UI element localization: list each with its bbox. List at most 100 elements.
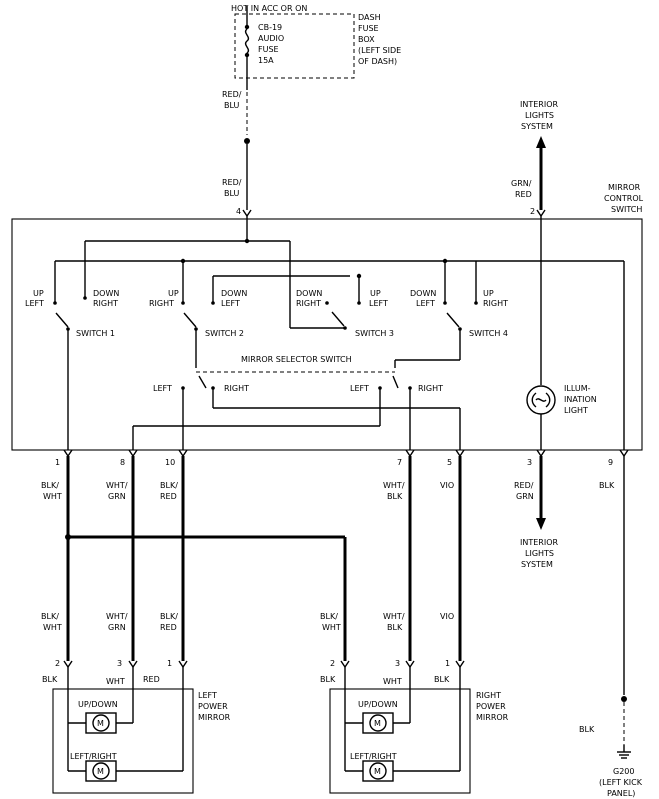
s4-right: RIGHT — [483, 299, 508, 308]
pin-4-label: 4 — [236, 207, 241, 216]
s3-right: RIGHT — [296, 299, 321, 308]
wire-red-blu-a-1: RED/ — [222, 90, 242, 99]
wire-grn-red-2: RED — [515, 190, 532, 199]
lw-lb-1: WHT/ — [106, 612, 128, 621]
interior-top-label-2: LIGHTS — [525, 111, 554, 120]
switch-box-outline — [11, 218, 643, 451]
lm-wire-c: RED — [143, 675, 160, 684]
bottom-connector: 1 8 10 7 5 3 9 — [55, 449, 629, 467]
w10-b: RED — [160, 492, 177, 501]
fusebox-label-1: DASH — [358, 13, 381, 22]
left-mirror-outline — [52, 688, 194, 794]
lm-leftright: LEFT/RIGHT — [70, 752, 117, 761]
fuse-box-outline — [234, 13, 355, 79]
lm-label-1: LEFT — [198, 691, 217, 700]
lw-la-1: BLK/ — [41, 612, 59, 621]
fuse-symbol — [244, 28, 250, 54]
selector-label: MIRROR SELECTOR SWITCH — [241, 355, 352, 364]
switch-4-blade — [446, 312, 460, 328]
arrow-up-icon — [536, 136, 546, 148]
lw-rc: VIO — [440, 612, 454, 621]
illum-label-2: INATION — [564, 395, 597, 404]
sel-right-b: RIGHT — [418, 384, 443, 393]
rm-pin-b: 3 — [395, 659, 400, 668]
s1-name: SWITCH 1 — [76, 329, 115, 338]
s1-up: UP — [33, 289, 44, 298]
left-power-mirror: 2 3 1 BLK WHT RED LEFT POWER MIRROR UP/D… — [42, 659, 231, 794]
interior-bottom-1: INTERIOR — [520, 538, 559, 547]
lw-la-2: WHT — [43, 623, 62, 632]
interior-bottom-2: LIGHTS — [525, 549, 554, 558]
s4-name: SWITCH 4 — [469, 329, 508, 338]
ground-label-3: PANEL) — [607, 789, 635, 798]
switch-2-blade — [183, 312, 197, 328]
lm-updown: UP/DOWN — [78, 700, 118, 709]
w8-a: WHT/ — [106, 481, 128, 490]
rm-motor-1: M — [374, 719, 381, 728]
lw-lc-1: BLK/ — [160, 612, 178, 621]
s2-up: UP — [168, 289, 179, 298]
s3-left: LEFT — [369, 299, 388, 308]
lw-rb-2: BLK — [387, 623, 403, 632]
ground-label-1: G200 — [613, 767, 634, 776]
wire-red-blu-b-2: BLU — [224, 189, 240, 198]
sel-left-b: LEFT — [350, 384, 369, 393]
rm-label-1: RIGHT — [476, 691, 501, 700]
ground-wire: BLK — [579, 725, 595, 734]
pin-9: 9 — [608, 458, 613, 467]
rm-leftright: LEFT/RIGHT — [350, 752, 397, 761]
interior-top-label-3: SYSTEM — [521, 122, 553, 131]
lm-pin-c: 1 — [167, 659, 172, 668]
s3-name: SWITCH 3 — [355, 329, 394, 338]
fuse-label-4: 15A — [258, 56, 274, 65]
rm-wire-c: BLK — [434, 675, 450, 684]
control-switch-label-1: MIRROR — [608, 183, 641, 192]
interior-bottom-3: SYSTEM — [521, 560, 553, 569]
s2-right: RIGHT — [149, 299, 174, 308]
right-mirror-outline — [329, 688, 471, 794]
switch-3-blade — [331, 311, 345, 327]
fusebox-label-2: FUSE — [358, 24, 379, 33]
right-power-mirror: 2 3 1 BLK WHT BLK RIGHT POWER MIRROR UP/… — [320, 659, 509, 794]
selector-blade-a — [198, 375, 207, 389]
rm-wire-b: WHT — [383, 677, 402, 686]
lw-lb-2: GRN — [108, 623, 126, 632]
connector-pin-4 — [242, 209, 252, 218]
lw-lc-2: RED — [160, 623, 177, 632]
rm-motor-2: M — [374, 767, 381, 776]
fusebox-label-5: OF DASH) — [358, 57, 397, 66]
s2-name: SWITCH 2 — [205, 329, 244, 338]
w8-b: GRN — [108, 492, 126, 501]
pin-1: 1 — [55, 458, 60, 467]
control-switch-label-3: SWITCH — [611, 205, 642, 214]
power-feed: HOT IN ACC OR ON CB-19 AUDIO FUSE 15A DA… — [222, 4, 401, 218]
s1-right: RIGHT — [93, 299, 118, 308]
fuse-label-2: AUDIO — [258, 34, 284, 43]
lm-pin-b: 3 — [117, 659, 122, 668]
harness-wires: BLK/ WHT WHT/ GRN BLK/ RED WHT/ BLK VIO … — [41, 456, 643, 798]
rm-wire-a: BLK — [320, 675, 336, 684]
w1-b: WHT — [43, 492, 62, 501]
fuse-terminal-bottom — [244, 52, 250, 58]
interior-top-label-1: INTERIOR — [520, 100, 559, 109]
power-label: HOT IN ACC OR ON — [231, 4, 307, 13]
pin-8: 8 — [120, 458, 125, 467]
pin-3: 3 — [527, 458, 532, 467]
fuse-label-3: FUSE — [258, 45, 279, 54]
lm-label-2: POWER — [198, 702, 228, 711]
s4-up: UP — [483, 289, 494, 298]
selector-blade-b — [392, 375, 399, 389]
lm-wire-a: BLK — [42, 675, 58, 684]
control-switch-label-2: CONTROL — [604, 194, 644, 203]
fusebox-label-3: BOX — [358, 35, 375, 44]
rm-updown: UP/DOWN — [358, 700, 398, 709]
fusebox-label-4: (LEFT SIDE — [358, 46, 401, 55]
w1-a: BLK/ — [41, 481, 59, 490]
s2-down: DOWN — [221, 289, 247, 298]
s3-up: UP — [370, 289, 381, 298]
wire-red-blu-b-1: RED/ — [222, 178, 242, 187]
interior-lights-top: INTERIOR LIGHTS SYSTEM GRN/ RED 2 — [511, 100, 559, 218]
rm-pin-a: 2 — [330, 659, 335, 668]
rm-label-3: MIRROR — [476, 713, 509, 722]
sel-right-a: RIGHT — [224, 384, 249, 393]
